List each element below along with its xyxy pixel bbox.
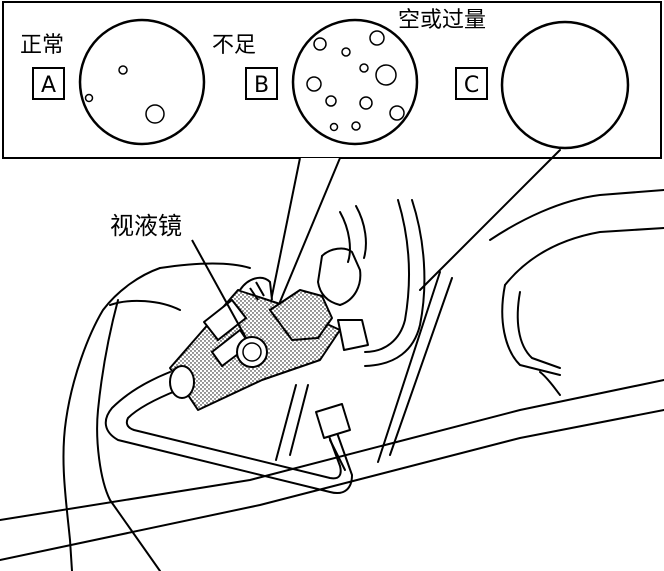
empty-or-excess-label: 空或过量 — [398, 8, 486, 33]
receiver-drier — [170, 278, 340, 410]
letter-a: A — [41, 73, 56, 98]
sight-glass-empty — [502, 22, 628, 148]
body-panel-edge — [63, 268, 160, 571]
letter-b: B — [254, 73, 269, 98]
legend-box: 正常 A 不足 B 空或过量 — [3, 2, 661, 158]
letter-c: C — [464, 73, 479, 98]
sight-glass-label: 视液镜 — [110, 212, 182, 240]
normal-label: 正常 — [20, 33, 64, 58]
sight-glass-insufficient — [293, 20, 417, 144]
sight-glass-normal — [80, 20, 204, 144]
engine-bay-drawing — [0, 150, 664, 571]
insufficient-label: 不足 — [212, 33, 256, 58]
